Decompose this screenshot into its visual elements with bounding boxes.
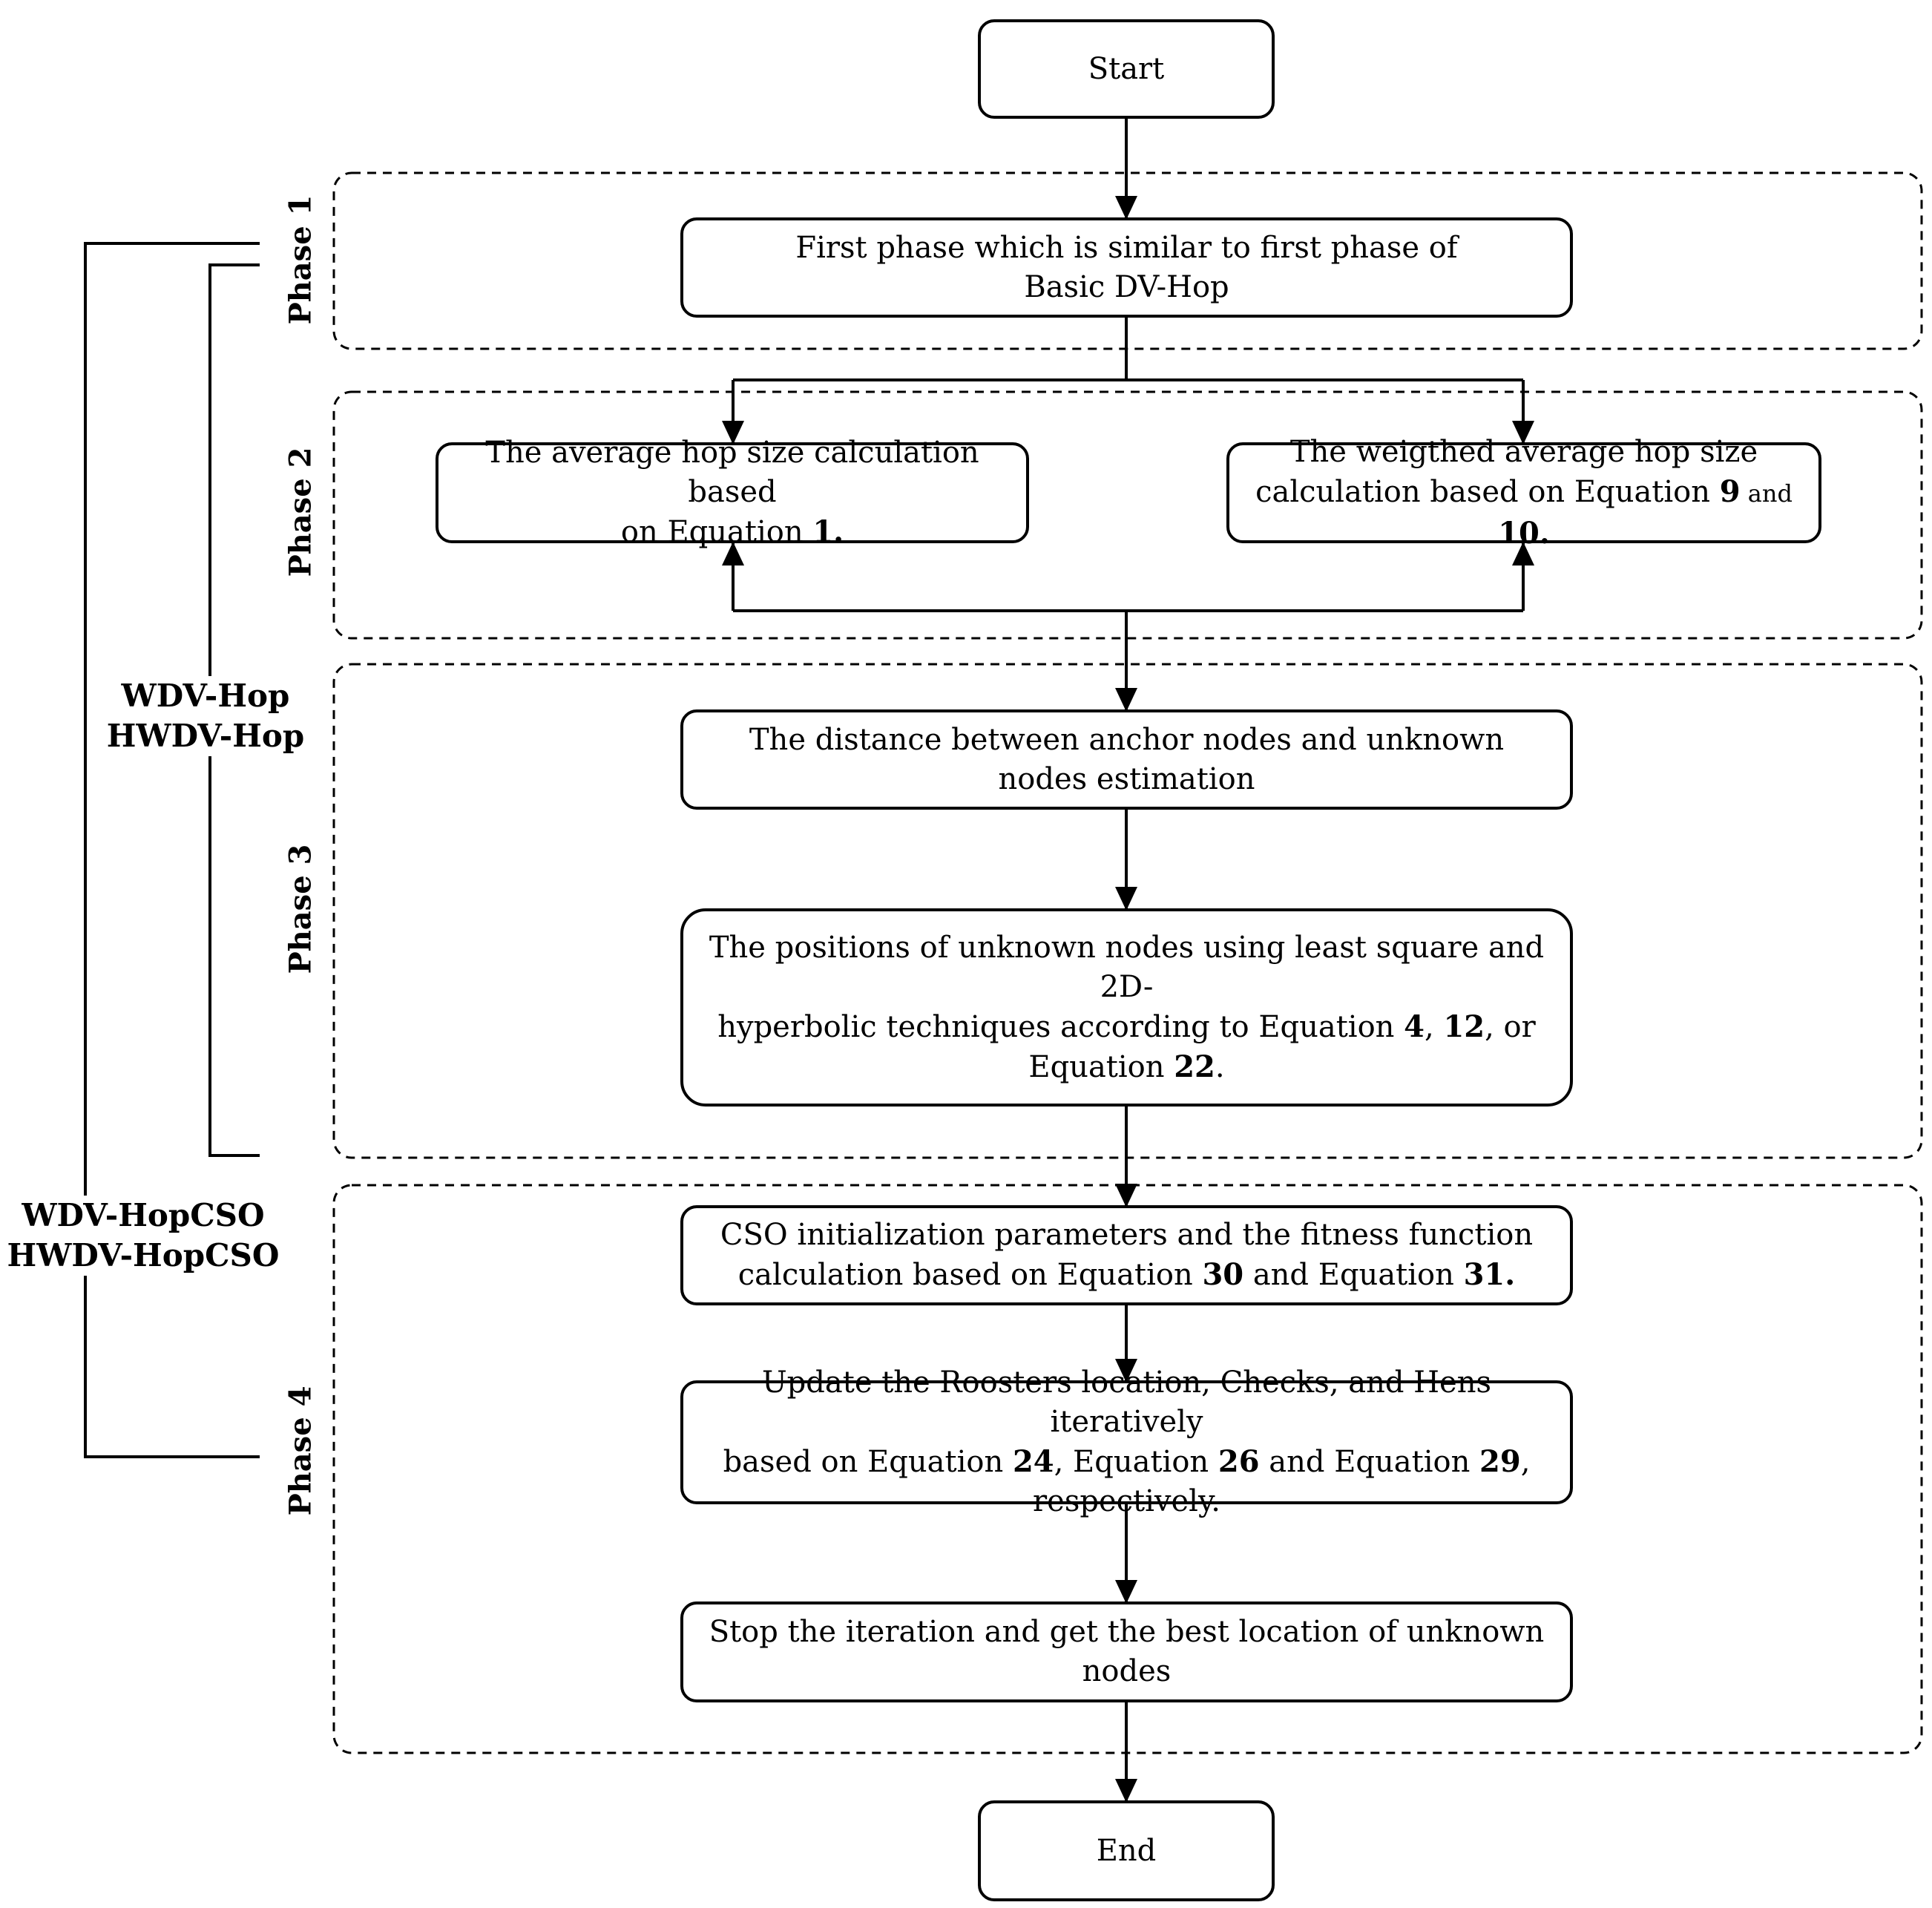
cso-init-eq1: 30 — [1202, 1257, 1244, 1292]
arrowhead — [1115, 1779, 1137, 1803]
arrowhead — [1115, 1184, 1137, 1207]
update-line2: based on Equation — [723, 1445, 1013, 1479]
positions-line3: Equation — [1028, 1049, 1174, 1084]
positions-sep: , — [1425, 1009, 1444, 1044]
weighted-hop-line2: calculation based on Equation — [1255, 474, 1720, 509]
phase-2-label: Phase 2 — [283, 447, 318, 577]
positions-eq1: 4 — [1404, 1009, 1425, 1044]
distance-line1: The distance between anchor nodes and un… — [749, 722, 1505, 757]
cso-init-mid: and Equation — [1243, 1258, 1464, 1292]
positions-end: . — [1215, 1049, 1225, 1084]
positions-suffix: , or — [1485, 1009, 1536, 1044]
update-suffix: , — [1520, 1445, 1531, 1479]
weighted-hop-eq2: 10. — [1498, 515, 1550, 551]
cso-init-line2: calculation based on Equation — [737, 1258, 1203, 1292]
positions-node: The positions of unknown nodes using lea… — [680, 908, 1573, 1107]
stop-label: Stop the iteration and get the best loca… — [709, 1615, 1545, 1688]
phase-3-label: Phase 3 — [283, 844, 318, 974]
update-eq3: 29 — [1479, 1444, 1521, 1479]
arrowhead — [1512, 421, 1534, 445]
distance-node: The distance between anchor nodes and un… — [680, 709, 1573, 810]
phase1-step-node: First phase which is similar to first ph… — [680, 217, 1573, 318]
outer-bracket — [84, 242, 260, 1458]
arrowhead — [1115, 1359, 1137, 1383]
phase1-step-line1: First phase which is similar to first ph… — [795, 230, 1458, 265]
positions-line2: hyperbolic techniques according to Equat… — [717, 1009, 1404, 1044]
connector-phase1-split — [733, 318, 1523, 381]
cso-init-line1: CSO initialization parameters and the fi… — [720, 1218, 1534, 1252]
positions-line1: The positions of unknown nodes using lea… — [709, 930, 1545, 1004]
update-line3: respectively. — [1033, 1484, 1220, 1518]
phase-1-box — [332, 171, 1923, 350]
arrowhead — [722, 421, 744, 445]
cso-init-node: CSO initialization parameters and the fi… — [680, 1205, 1573, 1305]
update-eq1: 24 — [1012, 1444, 1054, 1479]
distance-line2: nodes estimation — [998, 761, 1255, 796]
start-node: Start — [978, 19, 1275, 119]
arrowhead — [1115, 1580, 1137, 1604]
inner-bracket-line2: HWDV-Hop — [106, 718, 305, 754]
weighted-hop-and: and — [1740, 479, 1793, 508]
avg-hop-line2: on Equation — [620, 515, 813, 549]
arrowhead — [1512, 542, 1534, 565]
update-line1: Update the Roosters location, Checks, an… — [761, 1366, 1492, 1439]
cso-init-eq2: 31. — [1463, 1257, 1516, 1292]
outer-bracket-label: WDV-HopCSO HWDV-HopCSO — [7, 1196, 280, 1276]
update-mid1: , Equation — [1054, 1445, 1218, 1479]
arrowhead — [1115, 196, 1137, 220]
end-label: End — [1096, 1833, 1157, 1868]
end-node: End — [978, 1800, 1275, 1901]
update-mid2: and Equation — [1259, 1445, 1480, 1479]
arrowhead — [1115, 887, 1137, 911]
outer-bracket-line1: WDV-HopCSO — [22, 1197, 265, 1233]
phase-4-label: Phase 4 — [283, 1386, 318, 1516]
avg-hop-eq: 1. — [812, 514, 844, 549]
positions-eq3: 22 — [1174, 1049, 1215, 1084]
avg-hop-line1: The average hop size calculation based — [485, 436, 979, 509]
positions-eq2: 12 — [1443, 1009, 1485, 1044]
weighted-hop-line1: The weigthed average hop size — [1289, 434, 1758, 469]
avg-hop-node: The average hop size calculation based o… — [436, 436, 1029, 549]
inner-bracket-label: WDV-Hop HWDV-Hop — [106, 676, 305, 756]
arrowhead — [722, 542, 744, 565]
update-eq2: 26 — [1218, 1444, 1260, 1479]
outer-bracket-line2: HWDV-HopCSO — [7, 1237, 280, 1273]
update-node: Update the Roosters location, Checks, an… — [680, 1366, 1573, 1518]
phase1-step-line2: Basic DV-Hop — [1024, 269, 1229, 304]
arrowhead — [1115, 688, 1137, 712]
weighted-hop-eq1: 9 — [1719, 473, 1741, 509]
inner-bracket-line1: WDV-Hop — [121, 678, 290, 714]
weighted-hop-node: The weigthed average hop size calculatio… — [1226, 435, 1821, 551]
stop-node: Stop the iteration and get the best loca… — [680, 1602, 1573, 1702]
phase-1-label: Phase 1 — [283, 194, 318, 325]
start-label: Start — [1088, 51, 1165, 86]
